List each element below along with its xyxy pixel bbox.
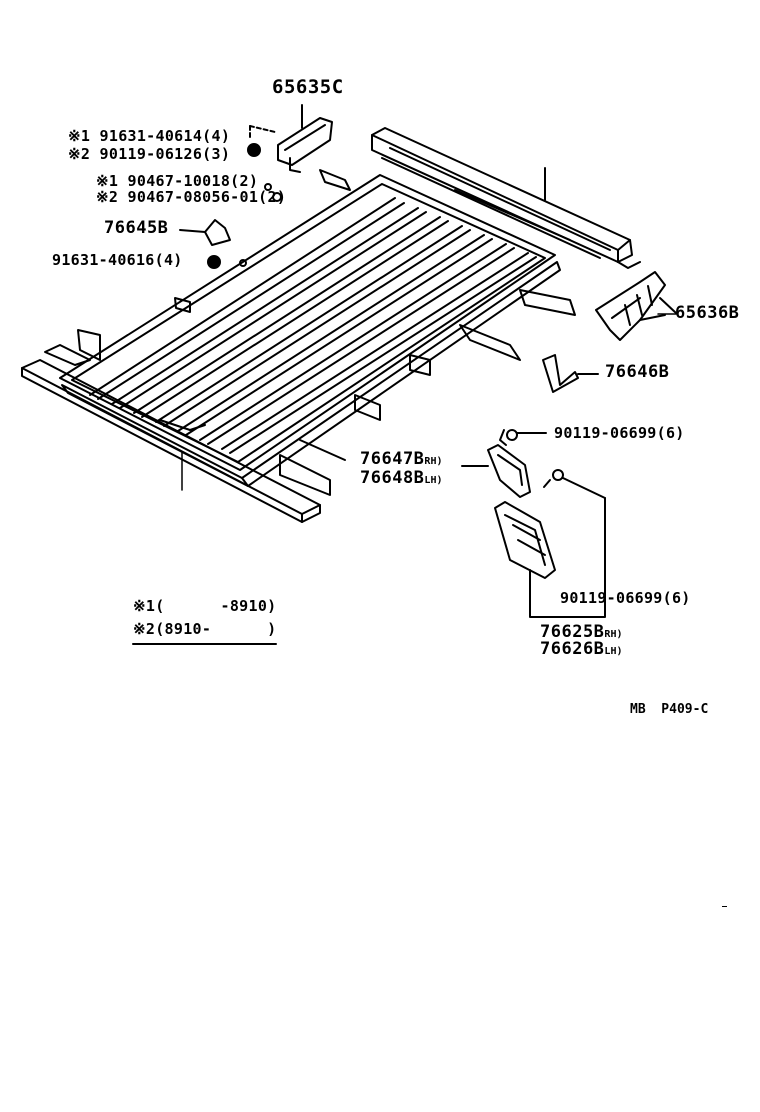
left-sill [21,359,321,523]
bracket-65635c [249,104,333,173]
floor-ribs [89,197,537,454]
label-76647b: 76647BRH) [360,451,442,468]
part-number: 76647B [360,449,425,469]
side-suffix: RH) [604,629,623,640]
bolts [207,143,606,499]
note-2: ※2(8910- ) [133,620,277,638]
bracket-76646b [542,354,599,393]
side-suffix: LH) [424,475,443,486]
rear-rail [371,127,641,269]
label-90467-10018: ※1 90467-10018(2) [96,172,259,190]
label-65635c: 65635C [272,76,344,98]
label-90467-08056: ※2 90467-08056-01(2) [96,188,287,206]
label-76648b: 76648BLH) [360,470,442,487]
label-90119-06699-lower: 90119-06699(6) [560,589,691,607]
label-76625b: 76625BRH) [540,624,622,641]
cross-members [44,169,576,496]
label-90119-06126: ※2 90119-06126(3) [68,145,231,163]
label-76646b: 76646B [605,362,670,382]
bracket-76645b [179,219,231,246]
tick-mark [722,906,727,907]
label-76626b: 76626BLH) [540,641,622,658]
part-number: 76625B [540,622,605,642]
label-76645b: 76645B [104,218,169,238]
label-65636b: 65636B [675,303,740,323]
diagram-code: MB P409-C [630,702,709,717]
side-suffix: LH) [604,646,623,657]
note-1: ※1( -8910) [133,597,277,615]
label-91631-40614: ※1 91631-40614(4) [68,127,231,145]
label-91631-40616: 91631-40616(4) [52,251,183,269]
corner-65636b [595,271,677,341]
plate-76625b [494,497,606,618]
label-90119-06699-upper: 90119-06699(6) [554,424,685,442]
part-number: 76626B [540,639,605,659]
leader-lines [181,313,677,491]
side-suffix: RH) [424,456,443,467]
gusset-76647b [461,444,531,498]
part-number: 76648B [360,468,425,488]
